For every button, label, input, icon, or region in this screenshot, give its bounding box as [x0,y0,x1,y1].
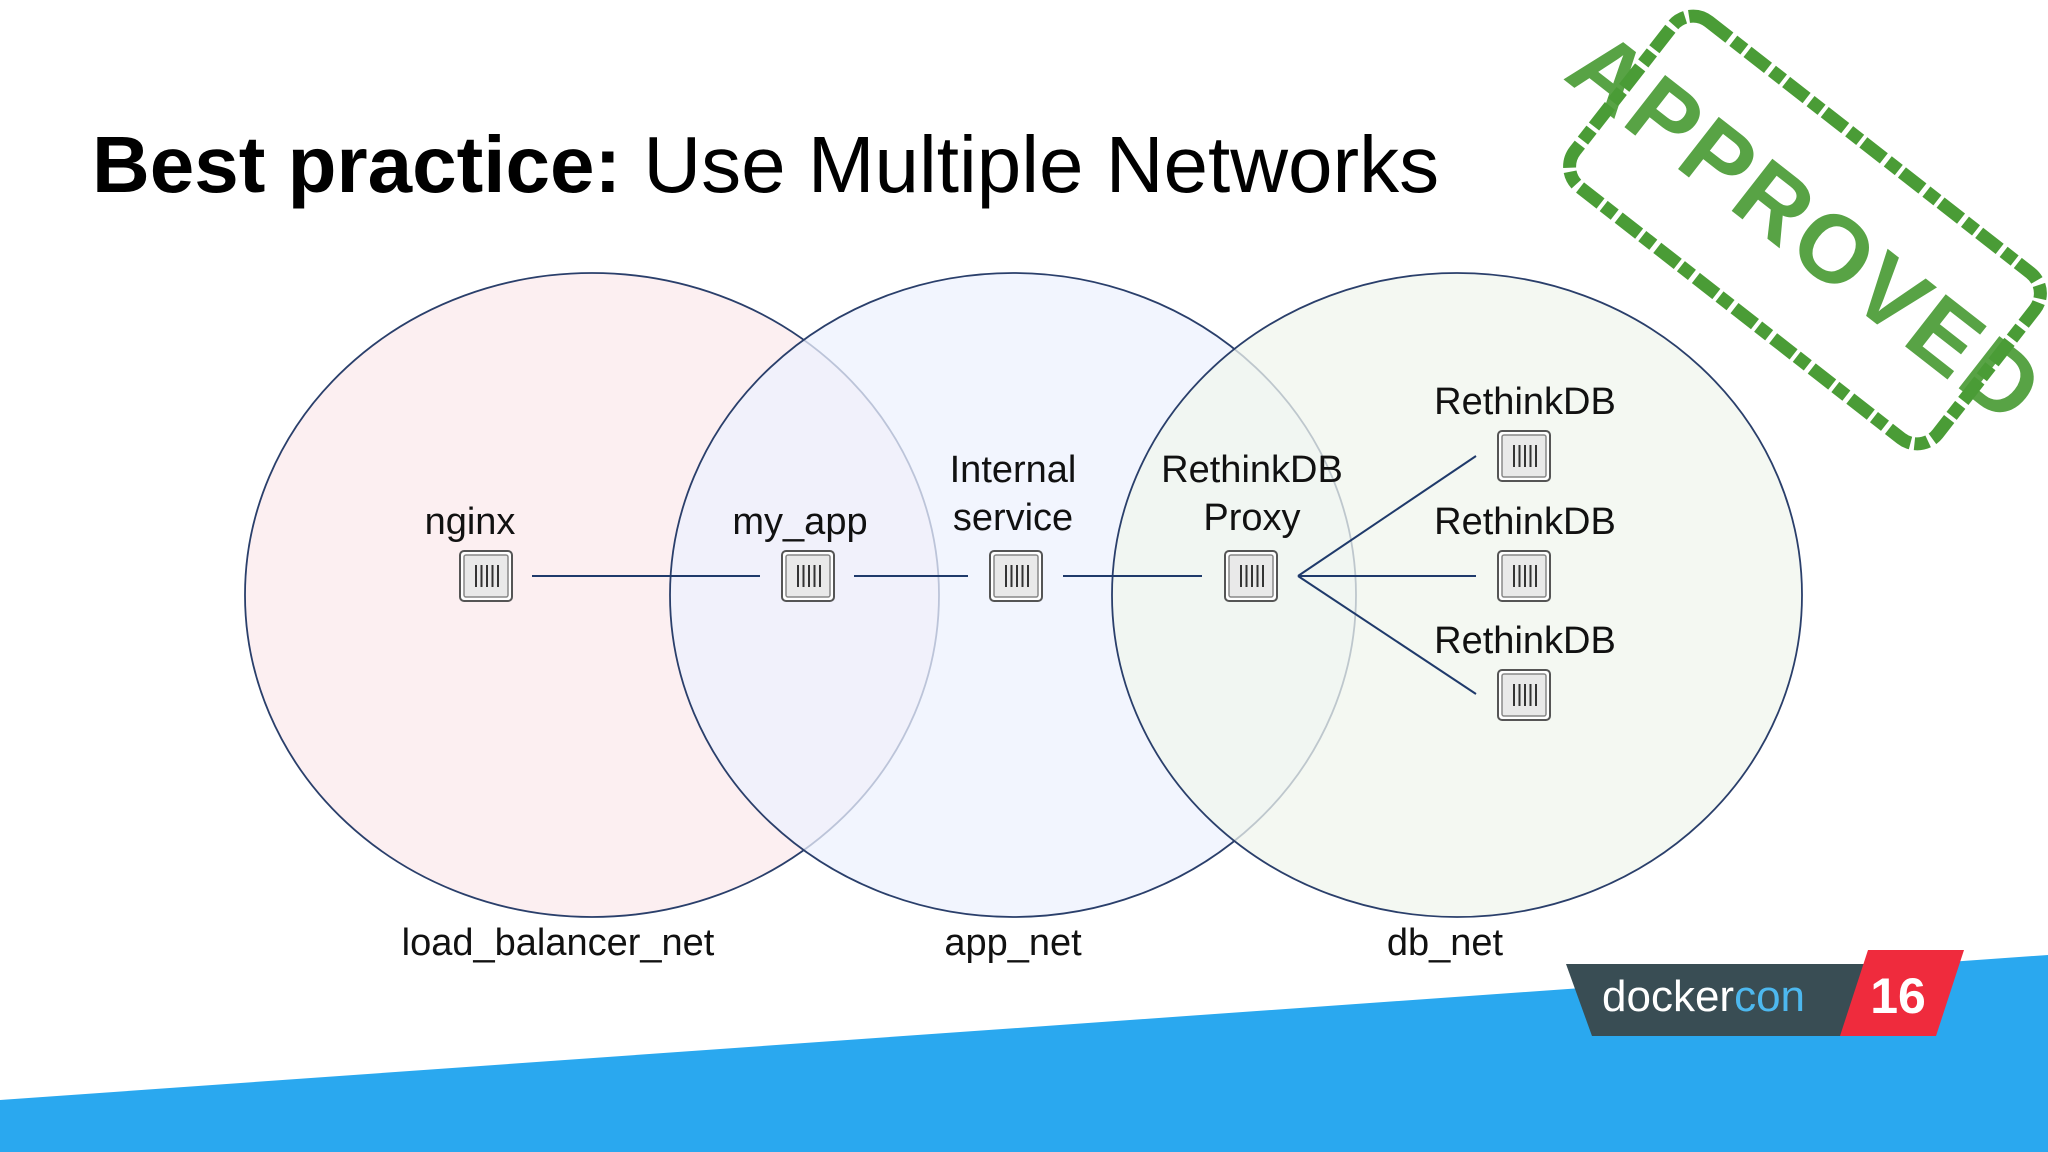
logo-wordmark: dockercon [1602,972,1805,1021]
title-rest: Use Multiple Networks [621,120,1439,209]
container-icon [459,550,513,602]
slide-title: Best practice: Use Multiple Networks [92,120,1439,209]
connector-edges [532,455,1477,695]
container-icon [989,550,1043,602]
node-internal-service: Internal service [950,449,1077,602]
dockercon-logo: dockercon 16 [1566,950,1964,1036]
node-rethinkdb-2: RethinkDB [1434,501,1616,602]
container-icon [781,550,835,602]
network-label-load-balancer: load_balancer_net [402,922,715,964]
logo-dark-plate [1566,964,1872,1036]
logo-red-badge [1840,950,1964,1036]
node-label: RethinkDB [1434,381,1616,423]
bottom-banner [0,955,2048,1152]
node-label: my_app [732,501,867,543]
node-rethinkdb-3: RethinkDB [1434,620,1616,721]
node-rethinkdb-proxy: RethinkDB Proxy [1161,449,1343,602]
node-label: nginx [425,501,516,543]
logo-word: docker [1602,972,1734,1021]
node-label-line2: Proxy [1203,497,1300,539]
container-icon [1224,550,1278,602]
node-label-line2: service [953,497,1073,539]
logo-word2: con [1734,972,1805,1021]
edge-proxy-rethinkdb-1 [1297,455,1477,577]
node-label-line1: RethinkDB [1161,449,1343,491]
container-icon [1497,430,1551,482]
edge-proxy-rethinkdb-3 [1297,575,1477,695]
title-bold: Best practice: [92,120,621,209]
node-label: RethinkDB [1434,501,1616,543]
container-icon [1497,669,1551,721]
node-my-app: my_app [732,501,868,602]
logo-number: 16 [1870,968,1926,1024]
network-label-db: db_net [1387,922,1504,964]
stamp-border [1563,9,2047,451]
network-label-app: app_net [944,922,1082,964]
node-rethinkdb-1: RethinkDB [1434,381,1616,482]
node-label: RethinkDB [1434,620,1616,662]
db-net-circle [1111,272,1803,918]
node-nginx: nginx [425,501,516,602]
container-icon [1497,550,1551,602]
node-label-line1: Internal [950,449,1077,491]
